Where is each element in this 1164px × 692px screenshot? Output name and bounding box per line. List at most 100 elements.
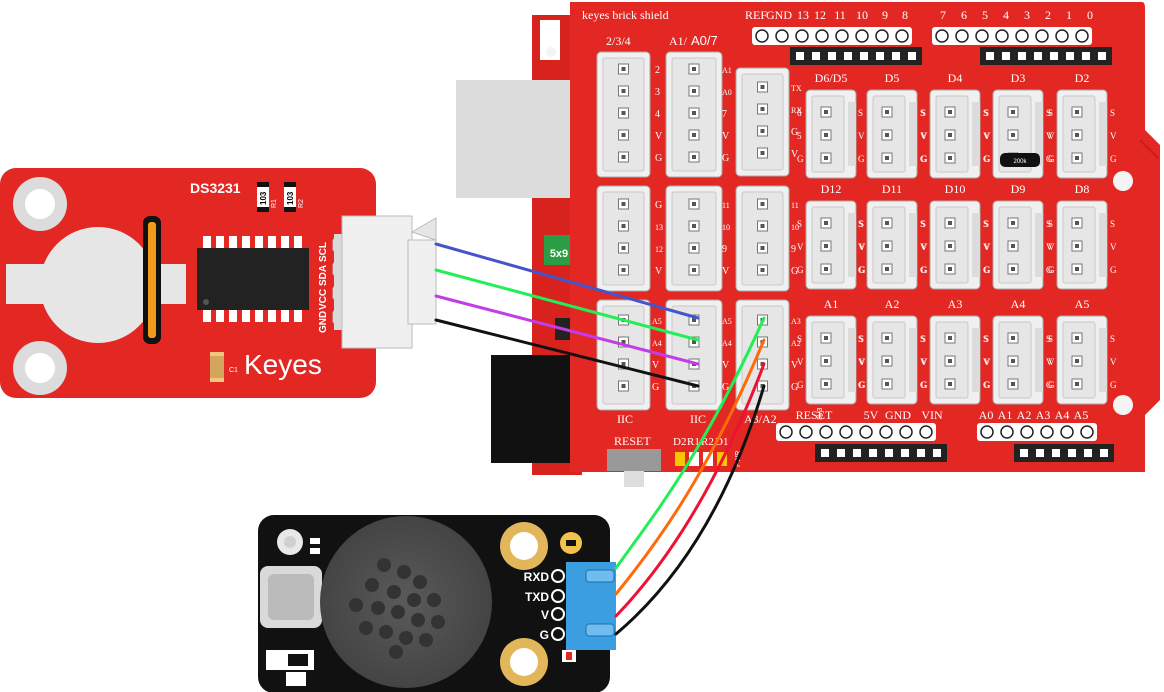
connector-side-label: S (983, 108, 988, 118)
connector-side-label: V (1048, 242, 1055, 252)
column-1-title: 2/3/4 (606, 34, 631, 48)
connector-side-label: S (858, 334, 863, 344)
chip-pin (281, 310, 289, 322)
chip-pin (281, 236, 289, 248)
grille-hole (371, 601, 385, 615)
connector-pin-label: 4 (655, 109, 660, 120)
header-hole (839, 425, 853, 439)
connector-pin-label: G (722, 153, 729, 164)
header-pin-label: GND (766, 8, 792, 22)
analog-pin-label: A1 (998, 408, 1013, 422)
connector-side-label: S (920, 219, 925, 229)
chip-body (197, 248, 309, 310)
chip-pin (242, 236, 250, 248)
speaker-pin-label: V (541, 608, 549, 622)
chip-pin (203, 236, 211, 248)
header-hole (795, 29, 809, 43)
header-socket (1034, 52, 1042, 60)
header-socket (828, 52, 836, 60)
uno-mount-hole (546, 47, 556, 57)
keyes-logo: Keyes (244, 349, 322, 380)
grid-connector-title: A2 (885, 297, 900, 311)
header-socket (869, 449, 877, 457)
chip-pin (294, 310, 302, 322)
r1-name: R1 (271, 199, 278, 208)
connector-side-label: V (858, 357, 865, 367)
c1-label: C1 (229, 367, 238, 374)
connector-side-label: V (858, 131, 865, 141)
grille-hole (413, 575, 427, 589)
header-socket (1018, 52, 1026, 60)
reset-button-cap (624, 471, 644, 487)
header-socket (1036, 449, 1044, 457)
connector-side-label: 6 (797, 108, 802, 118)
chip-pin (229, 310, 237, 322)
chip-pin (255, 236, 263, 248)
grid-connector-title: A3 (948, 297, 963, 311)
connector-pin-label: 11 (722, 201, 730, 210)
header-hole (1000, 425, 1014, 439)
connector-side-label: G (1046, 265, 1053, 275)
connector-side-label: V (921, 131, 928, 141)
header-socket (860, 52, 868, 60)
header-socket (986, 52, 994, 60)
header-socket (1052, 449, 1060, 457)
chip-pin (268, 236, 276, 248)
rtc-pin-label: SDA (318, 265, 329, 286)
r1-value: 103 (259, 191, 268, 205)
ds3231-module: DS3231 103 R1 103 R2 C1 Keyes GNDVCCSDAS… (0, 168, 437, 398)
analog-pin-label: A5 (1074, 408, 1089, 422)
connector-side-label: G (921, 380, 928, 390)
connector-side-label: G (859, 380, 866, 390)
connector-side-label: V (920, 357, 927, 367)
connector-pin-label: G (791, 382, 798, 393)
header-hole (1075, 29, 1089, 43)
iic-left-label: IIC (617, 412, 633, 426)
connector-side-label: S (984, 219, 989, 229)
connector-side-label: V (983, 131, 990, 141)
speaker-pin-label: TXD (525, 590, 549, 604)
connector-side-label: S (1048, 219, 1053, 229)
connector-side-label: G (1110, 154, 1117, 164)
rtc-pin-label: VCC (318, 289, 329, 310)
header-pin-label: 1 (1066, 8, 1072, 22)
grille-hole (427, 593, 441, 607)
speaker-icon (320, 516, 492, 688)
header-hole (819, 425, 833, 439)
female-header (980, 47, 1112, 65)
grid-connector-title: D4 (948, 71, 963, 85)
ds3231-label: DS3231 (190, 180, 241, 196)
grid-connector-title: D6/D5 (815, 71, 848, 85)
connector-pin-label: A1 (722, 66, 732, 75)
connector-pin-label: G (655, 153, 662, 164)
header-socket (796, 52, 804, 60)
connector-side-label: V (921, 357, 928, 367)
header-hole (980, 425, 994, 439)
grille-hole (407, 593, 421, 607)
connector-pin-label: 11 (791, 201, 799, 210)
header-strip (932, 27, 1092, 45)
female-header (1014, 444, 1114, 462)
ds3231-chip (197, 236, 309, 322)
connector-side-label: V (797, 357, 804, 367)
header-socket (1100, 449, 1108, 457)
resistor-r1 (689, 452, 699, 466)
connector-side-label: G (797, 380, 804, 390)
uno-small-part (544, 235, 574, 265)
dc-power-jack (491, 355, 576, 463)
connector-side-label: S (797, 219, 802, 229)
connector-side-label: S (921, 334, 926, 344)
connector-side-label: S (920, 108, 925, 118)
chip-pin (216, 310, 224, 322)
connector-pin-label: RX (791, 106, 802, 115)
header-socket (1020, 449, 1028, 457)
analog-pin-label: A0 (979, 408, 994, 422)
connector-pin-label: TX (791, 84, 802, 93)
grille-hole (419, 633, 433, 647)
3v3-label: 3V3 (817, 407, 824, 420)
connector-side-label: V (1046, 242, 1053, 252)
